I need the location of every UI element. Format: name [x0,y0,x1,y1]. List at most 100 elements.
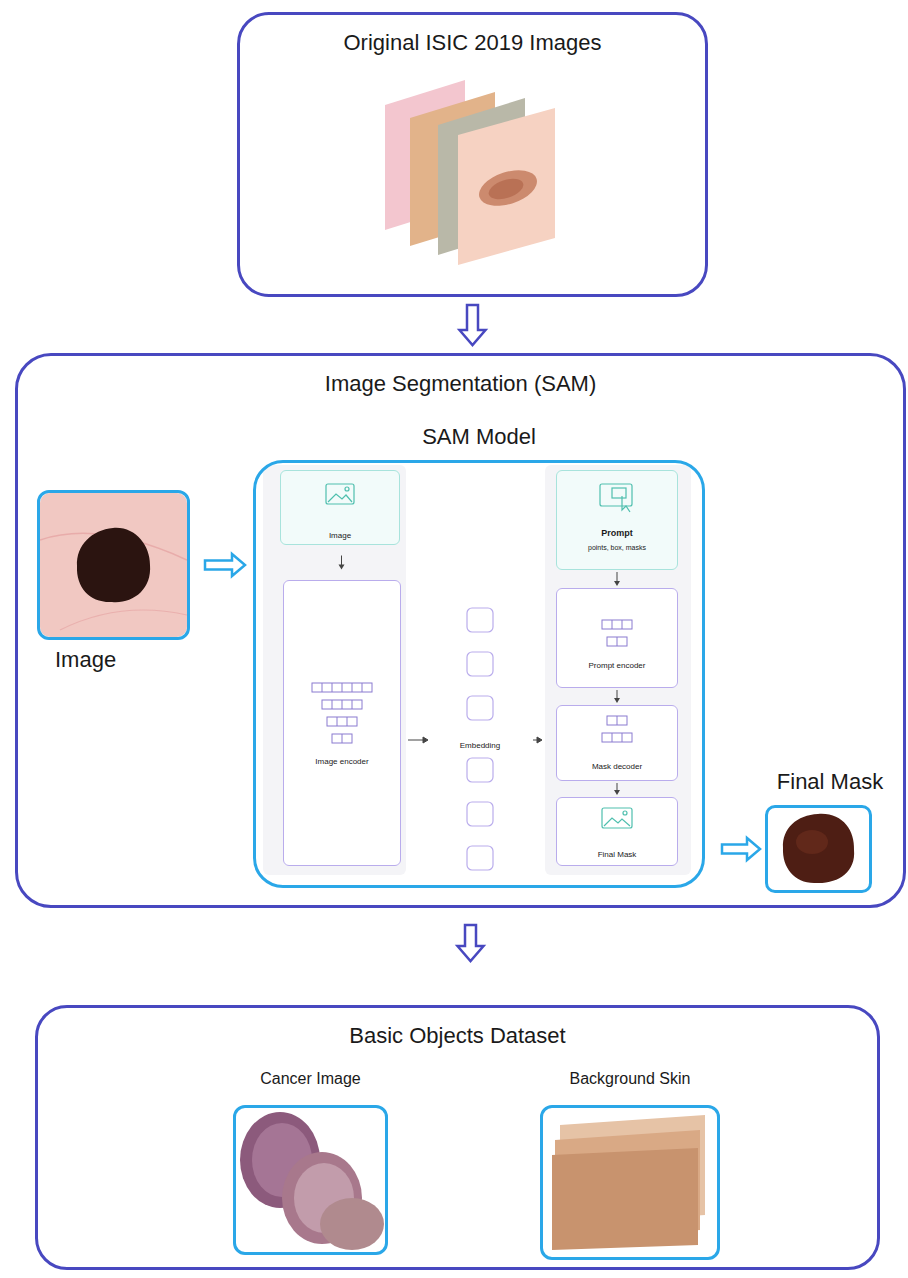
icon [312,683,372,692]
free-label: Embedding [460,741,500,750]
box-label: Image Segmentation (SAM) [325,371,596,396]
icon-part [342,700,343,709]
icon-part [617,637,618,646]
text-holder: Final Mask [556,843,678,861]
box-outline [253,460,705,888]
icon-part [602,620,632,629]
prompt-icon [600,484,632,512]
text-holder: Prompt encoder [556,654,678,672]
icon-part [332,700,333,709]
icon-part [612,733,613,742]
image-stack [385,80,555,265]
flow-arrow [408,740,424,741]
text-holder: points, box, masks [556,536,678,554]
flow-arrow [614,690,620,703]
box-outline [765,805,872,893]
icon-part [352,700,353,709]
flow-arrow [614,572,620,586]
text-holder: Basic Objects Dataset [35,1023,880,1048]
icon [328,494,352,502]
flow-arrow [460,305,486,345]
flow-arrow [537,737,542,743]
input-image-box: Image [37,490,197,680]
embedding-cell [467,802,493,826]
icon-part [622,733,623,742]
box-outline [283,580,401,866]
icon-part [607,716,627,725]
embedding-cell [467,758,493,782]
skin-swatch [552,1148,698,1250]
box-outline [540,1105,720,1260]
icon-part [623,811,627,815]
box-label: Mask decoder [592,762,642,771]
box-label: Final Mask [777,769,883,794]
icon-part [332,683,333,692]
icon [322,700,362,709]
icon [345,487,349,491]
icon-part [612,620,613,629]
final-mask-icon [602,808,632,828]
final-mask-image [783,814,854,883]
decoder-card: Mask decoder [556,705,678,781]
embedding-vectors [467,608,493,870]
box-label: Prompt encoder [589,661,646,670]
arrow-line [617,783,618,791]
box-outline [556,588,678,688]
flow-arrow [458,925,484,961]
card-fill [283,580,401,866]
panel [545,465,691,875]
dataset-item-box: Cancer Image [213,1068,408,1258]
flow-arrow [722,838,760,860]
icon-part [617,716,618,725]
hollow-arrow [205,554,245,576]
icon-part [602,808,632,828]
cancer-image [240,1112,384,1250]
icon-part [604,818,630,826]
stage-box: Image Segmentation (SAM) Image SAM ModelIm… [15,353,906,908]
icon-part [362,683,363,692]
panel [263,465,406,875]
box-outline [37,490,190,640]
hollow-arrow [722,838,760,860]
card-fill [280,470,400,545]
icon-part [342,683,343,692]
flow-arrow [614,783,620,795]
icon-part [622,620,623,629]
box-label: SAM Model [422,424,536,449]
icon-part [347,717,348,726]
embedding-cell [467,846,493,870]
text-holder: Embedding [430,734,530,752]
mask-blob [783,814,854,883]
text-holder: Prompt [556,522,678,540]
text-holder: Image Segmentation (SAM) [15,371,906,396]
text-holder: Final Mask [755,769,905,794]
arrow-head [614,698,620,703]
text-holder: Image encoder [283,750,401,768]
box-label: Prompt [601,528,633,538]
text-holder: Image [280,524,400,542]
card-fill [556,588,678,688]
flow-arrow [205,554,245,576]
arrow-head [614,790,620,795]
arrow-head [339,565,345,570]
icon-part [322,683,323,692]
embedding-cell [467,652,493,676]
lesion [77,528,150,602]
text-holder: Mask decoder [556,755,678,773]
embedding-cell [467,608,493,632]
box-label: Image [329,531,351,540]
box-label: Image encoder [315,757,368,766]
box-label: Original ISIC 2019 Images [343,30,601,55]
icon-part [342,734,343,743]
lesion [486,175,526,203]
card-fill [556,705,678,781]
icon-part [337,717,338,726]
arrow-line [617,572,618,582]
output-mask-box: Final Mask [755,765,905,895]
vein [60,610,187,630]
icon [622,496,630,512]
text-holder: Image [55,647,190,672]
box-outline [233,1105,388,1255]
icon [612,488,626,498]
image-icon [326,484,354,504]
